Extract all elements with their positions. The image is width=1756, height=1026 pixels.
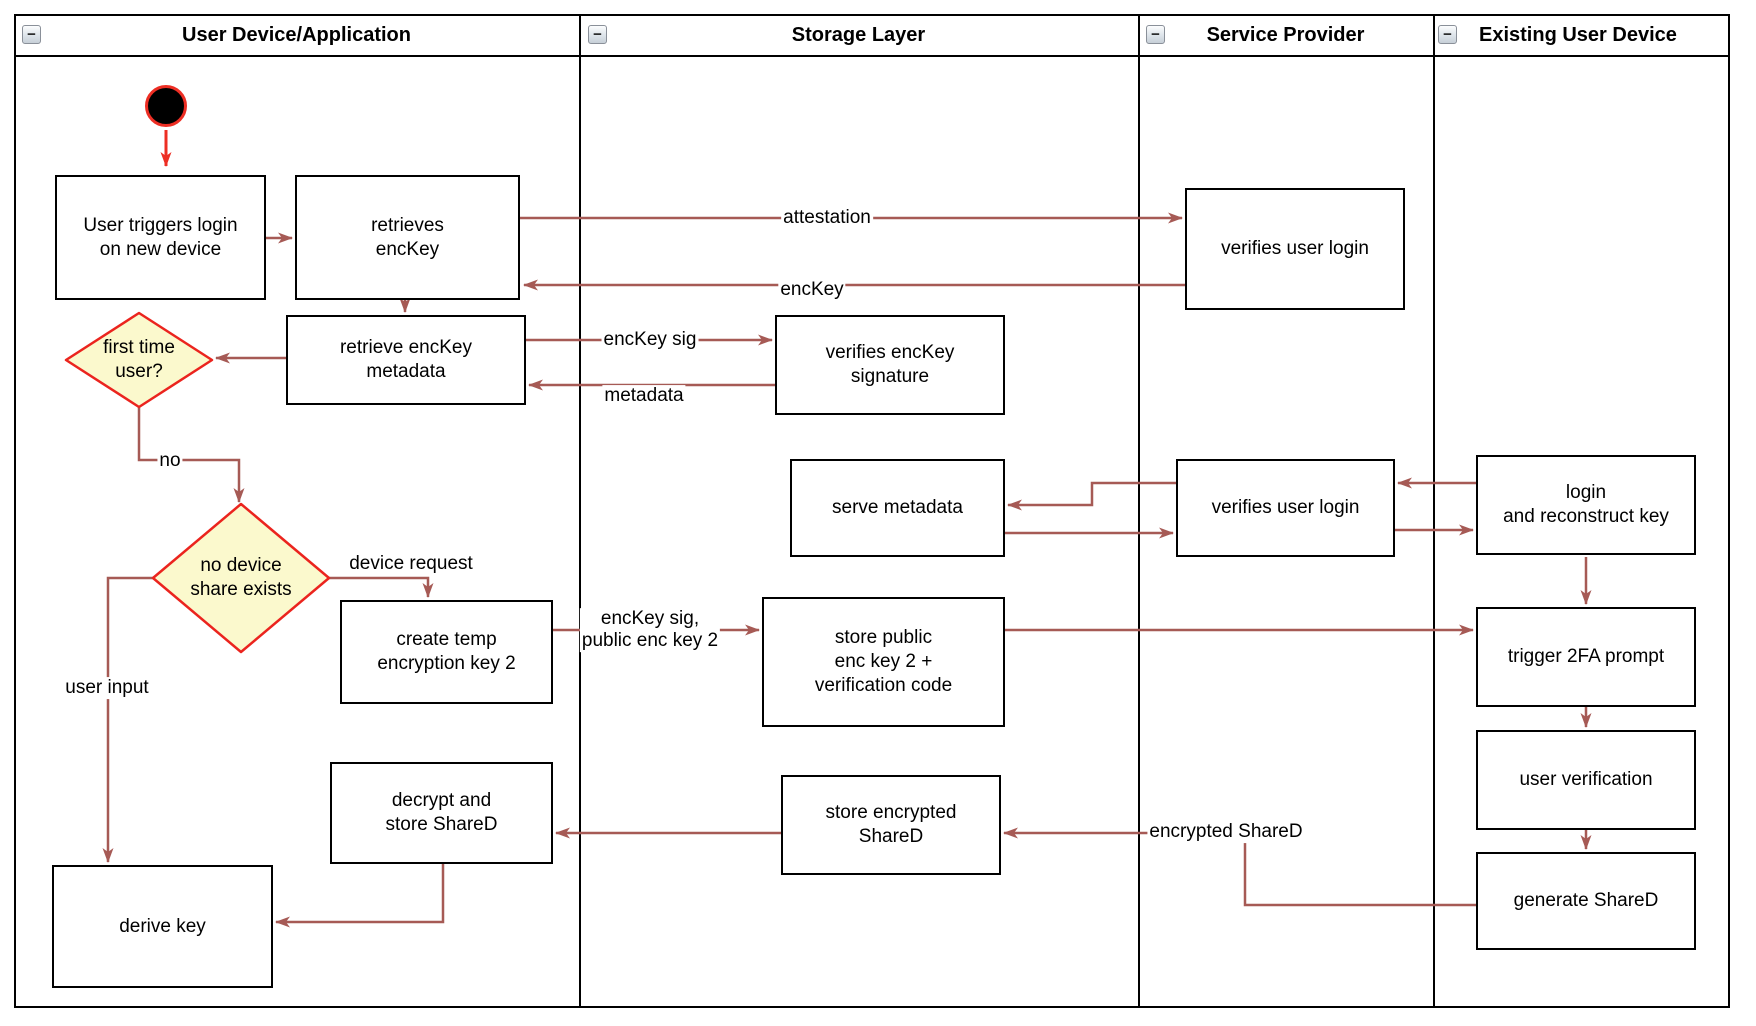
node-generate-shared[interactable]: generate ShareD [1476,852,1696,950]
edge-label-encrypted-shared: encrypted ShareD [1147,821,1305,843]
decision-no-device-share-label: no device share exists [190,555,292,600]
node-store-public-key[interactable]: store public enc key 2 + verification co… [762,597,1005,727]
lane-separator-2 [1138,14,1140,1008]
lane-header-existing-user-device[interactable]: Existing User Device [1453,16,1730,55]
node-trigger-2fa[interactable]: trigger 2FA prompt [1476,607,1696,707]
edge-no-branch [137,407,245,503]
node-store-encrypted-shared[interactable]: store encrypted ShareD [781,775,1001,875]
node-user-verification[interactable]: user verification [1476,730,1696,830]
node-derive-key[interactable]: derive key [52,865,273,988]
edge-label-enckey: encKey [778,279,846,301]
edge-label-attestation: attestation [781,207,873,229]
node-verifies-enckey-signature[interactable]: verifies encKey signature [775,315,1005,415]
node-verifies-user-login-top[interactable]: verifies user login [1185,188,1405,310]
node-retrieve-enckey-metadata[interactable]: retrieve encKey metadata [286,315,526,405]
lane-header-user-device[interactable]: User Device/Application [16,16,577,55]
collapse-icon[interactable]: − [1438,25,1457,44]
lane-header-service-provider[interactable]: Service Provider [1140,16,1431,55]
edge-encrypted-shared [1003,827,1476,907]
node-user-triggers-login[interactable]: User triggers login on new device [55,175,266,300]
node-login-and-reconstruct[interactable]: login and reconstruct key [1476,455,1696,555]
lane-title: User Device/Application [182,24,411,46]
node-decrypt-store-shared[interactable]: decrypt and store ShareD [330,762,553,864]
edge-label-device-request: device request [347,553,475,575]
decision-first-time-user-label: first time user? [103,337,175,382]
edge-user-input [102,576,153,863]
edge-label-metadata: metadata [602,385,686,407]
node-verifies-user-login-mid[interactable]: verifies user login [1176,459,1395,557]
decision-first-time-user-shape[interactable] [64,311,214,409]
node-serve-metadata[interactable]: serve metadata [790,459,1005,557]
lane-separator-1 [579,14,581,1008]
decision-no-device-share-shape[interactable] [151,502,331,654]
edge-verifies-to-serve [1007,481,1176,511]
collapse-icon[interactable]: − [1146,25,1165,44]
node-retrieves-enckey[interactable]: retrieves encKey [295,175,520,300]
lane-title: Storage Layer [791,24,926,46]
edge-label-user-input: user input [63,677,151,699]
edge-label-enckey-sig: encKey sig [601,329,699,351]
start-node[interactable] [145,85,187,127]
node-create-temp-key[interactable]: create temp encryption key 2 [340,600,553,704]
edge-device-request [329,576,434,598]
lane-header-storage-layer[interactable]: Storage Layer [581,16,1136,55]
lane-separator-3 [1433,14,1435,1008]
edge-label-enckey-sig-public: encKey sig, public enc key 2 [579,608,721,652]
header-separator [14,55,1730,57]
lane-title: Service Provider [1206,24,1365,46]
edge-decrypt-to-derive [275,864,445,928]
lane-title: Existing User Device [1479,24,1677,46]
collapse-icon[interactable]: − [588,25,607,44]
edge-label-no: no [157,450,183,472]
collapse-icon[interactable]: − [22,25,41,44]
